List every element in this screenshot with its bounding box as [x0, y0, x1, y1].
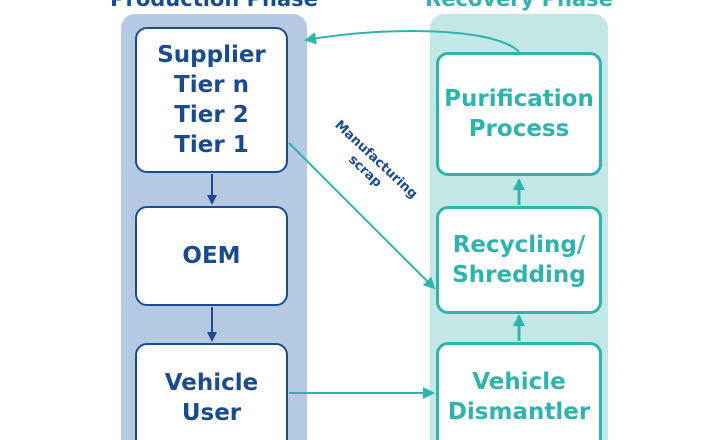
oem-label: OEM [182, 243, 241, 269]
scrap-label-line1: Manufacturing [331, 117, 421, 202]
tier-2-label: Tier 2 [174, 102, 249, 128]
scrap-label-line2: scrap [345, 152, 385, 191]
vehicle-user-box: Vehicle User [135, 343, 288, 440]
purification-label-line2: Process [468, 116, 570, 142]
dismantler-label-line2: Dismantler [447, 399, 591, 425]
tier-1-label: Tier 1 [174, 132, 249, 158]
tier-n-label: Tier n [174, 72, 249, 98]
purification-process-box: Purification Process [436, 52, 602, 176]
dismantler-label-line1: Vehicle [472, 369, 566, 395]
recovery-phase-title: Recovery Phase [404, 0, 634, 12]
supplier-label: Supplier [157, 42, 266, 68]
recycling-shredding-box: Recycling/ Shredding [436, 206, 602, 314]
vehicle-user-label-line1: Vehicle [164, 370, 259, 396]
supplier-box: Supplier Tier n Tier 2 Tier 1 [135, 27, 288, 173]
purification-label-line1: Purification [444, 86, 594, 112]
recycling-label-line1: Recycling/ [452, 232, 586, 258]
recycling-label-line2: Shredding [452, 262, 586, 288]
production-phase-title: Production Phase [96, 0, 332, 12]
manufacturing-scrap-label: Manufacturing scrap [308, 107, 432, 226]
vehicle-user-label-line2: User [181, 400, 242, 426]
vehicle-dismantler-box: Vehicle Dismantler [436, 342, 602, 440]
oem-box: OEM [135, 206, 288, 306]
